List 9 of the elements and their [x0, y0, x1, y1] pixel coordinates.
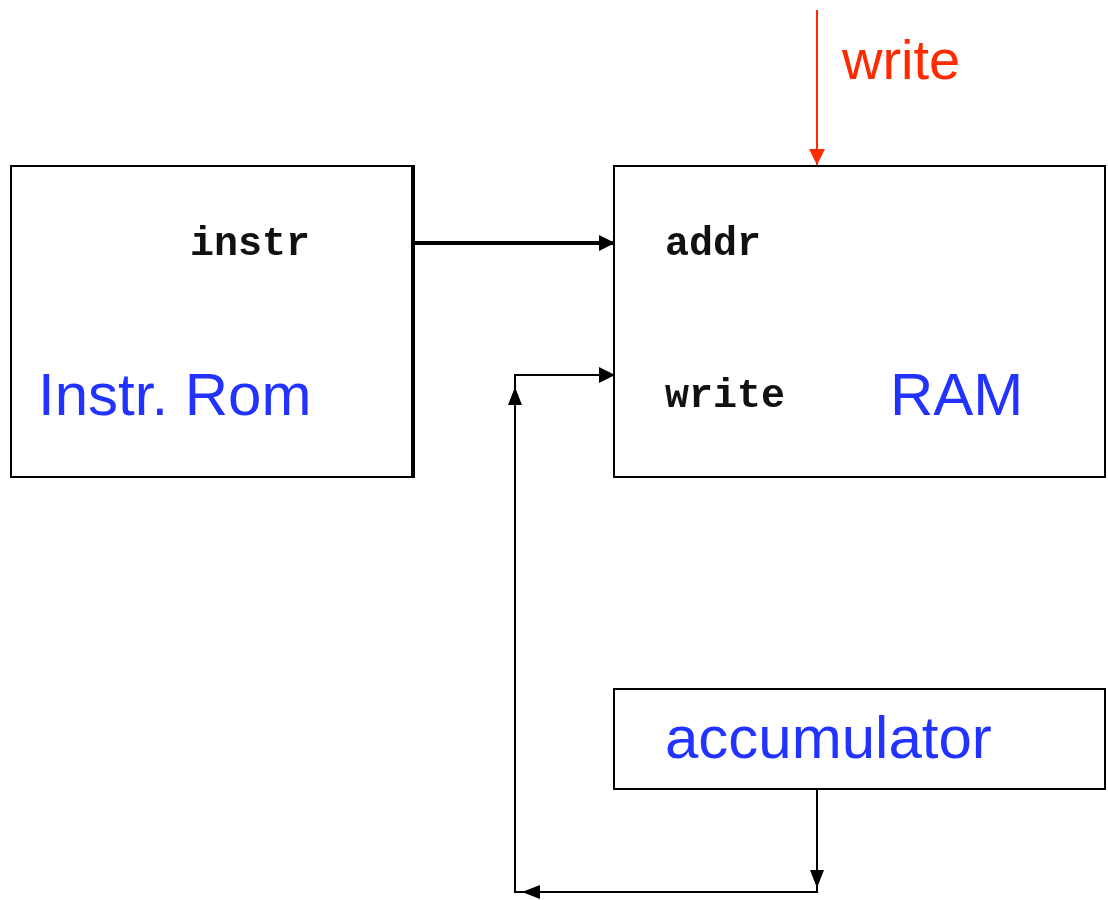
block-box: [613, 688, 1106, 790]
block-title: RAM: [890, 365, 1024, 425]
block-title: Instr. Rom: [38, 365, 312, 425]
block-box: [10, 165, 415, 478]
block-title: accumulator: [665, 708, 992, 768]
port-label: instr: [190, 225, 412, 265]
port-label: addr: [615, 225, 761, 265]
port-label: write: [615, 377, 786, 417]
block-box: [613, 165, 1106, 478]
